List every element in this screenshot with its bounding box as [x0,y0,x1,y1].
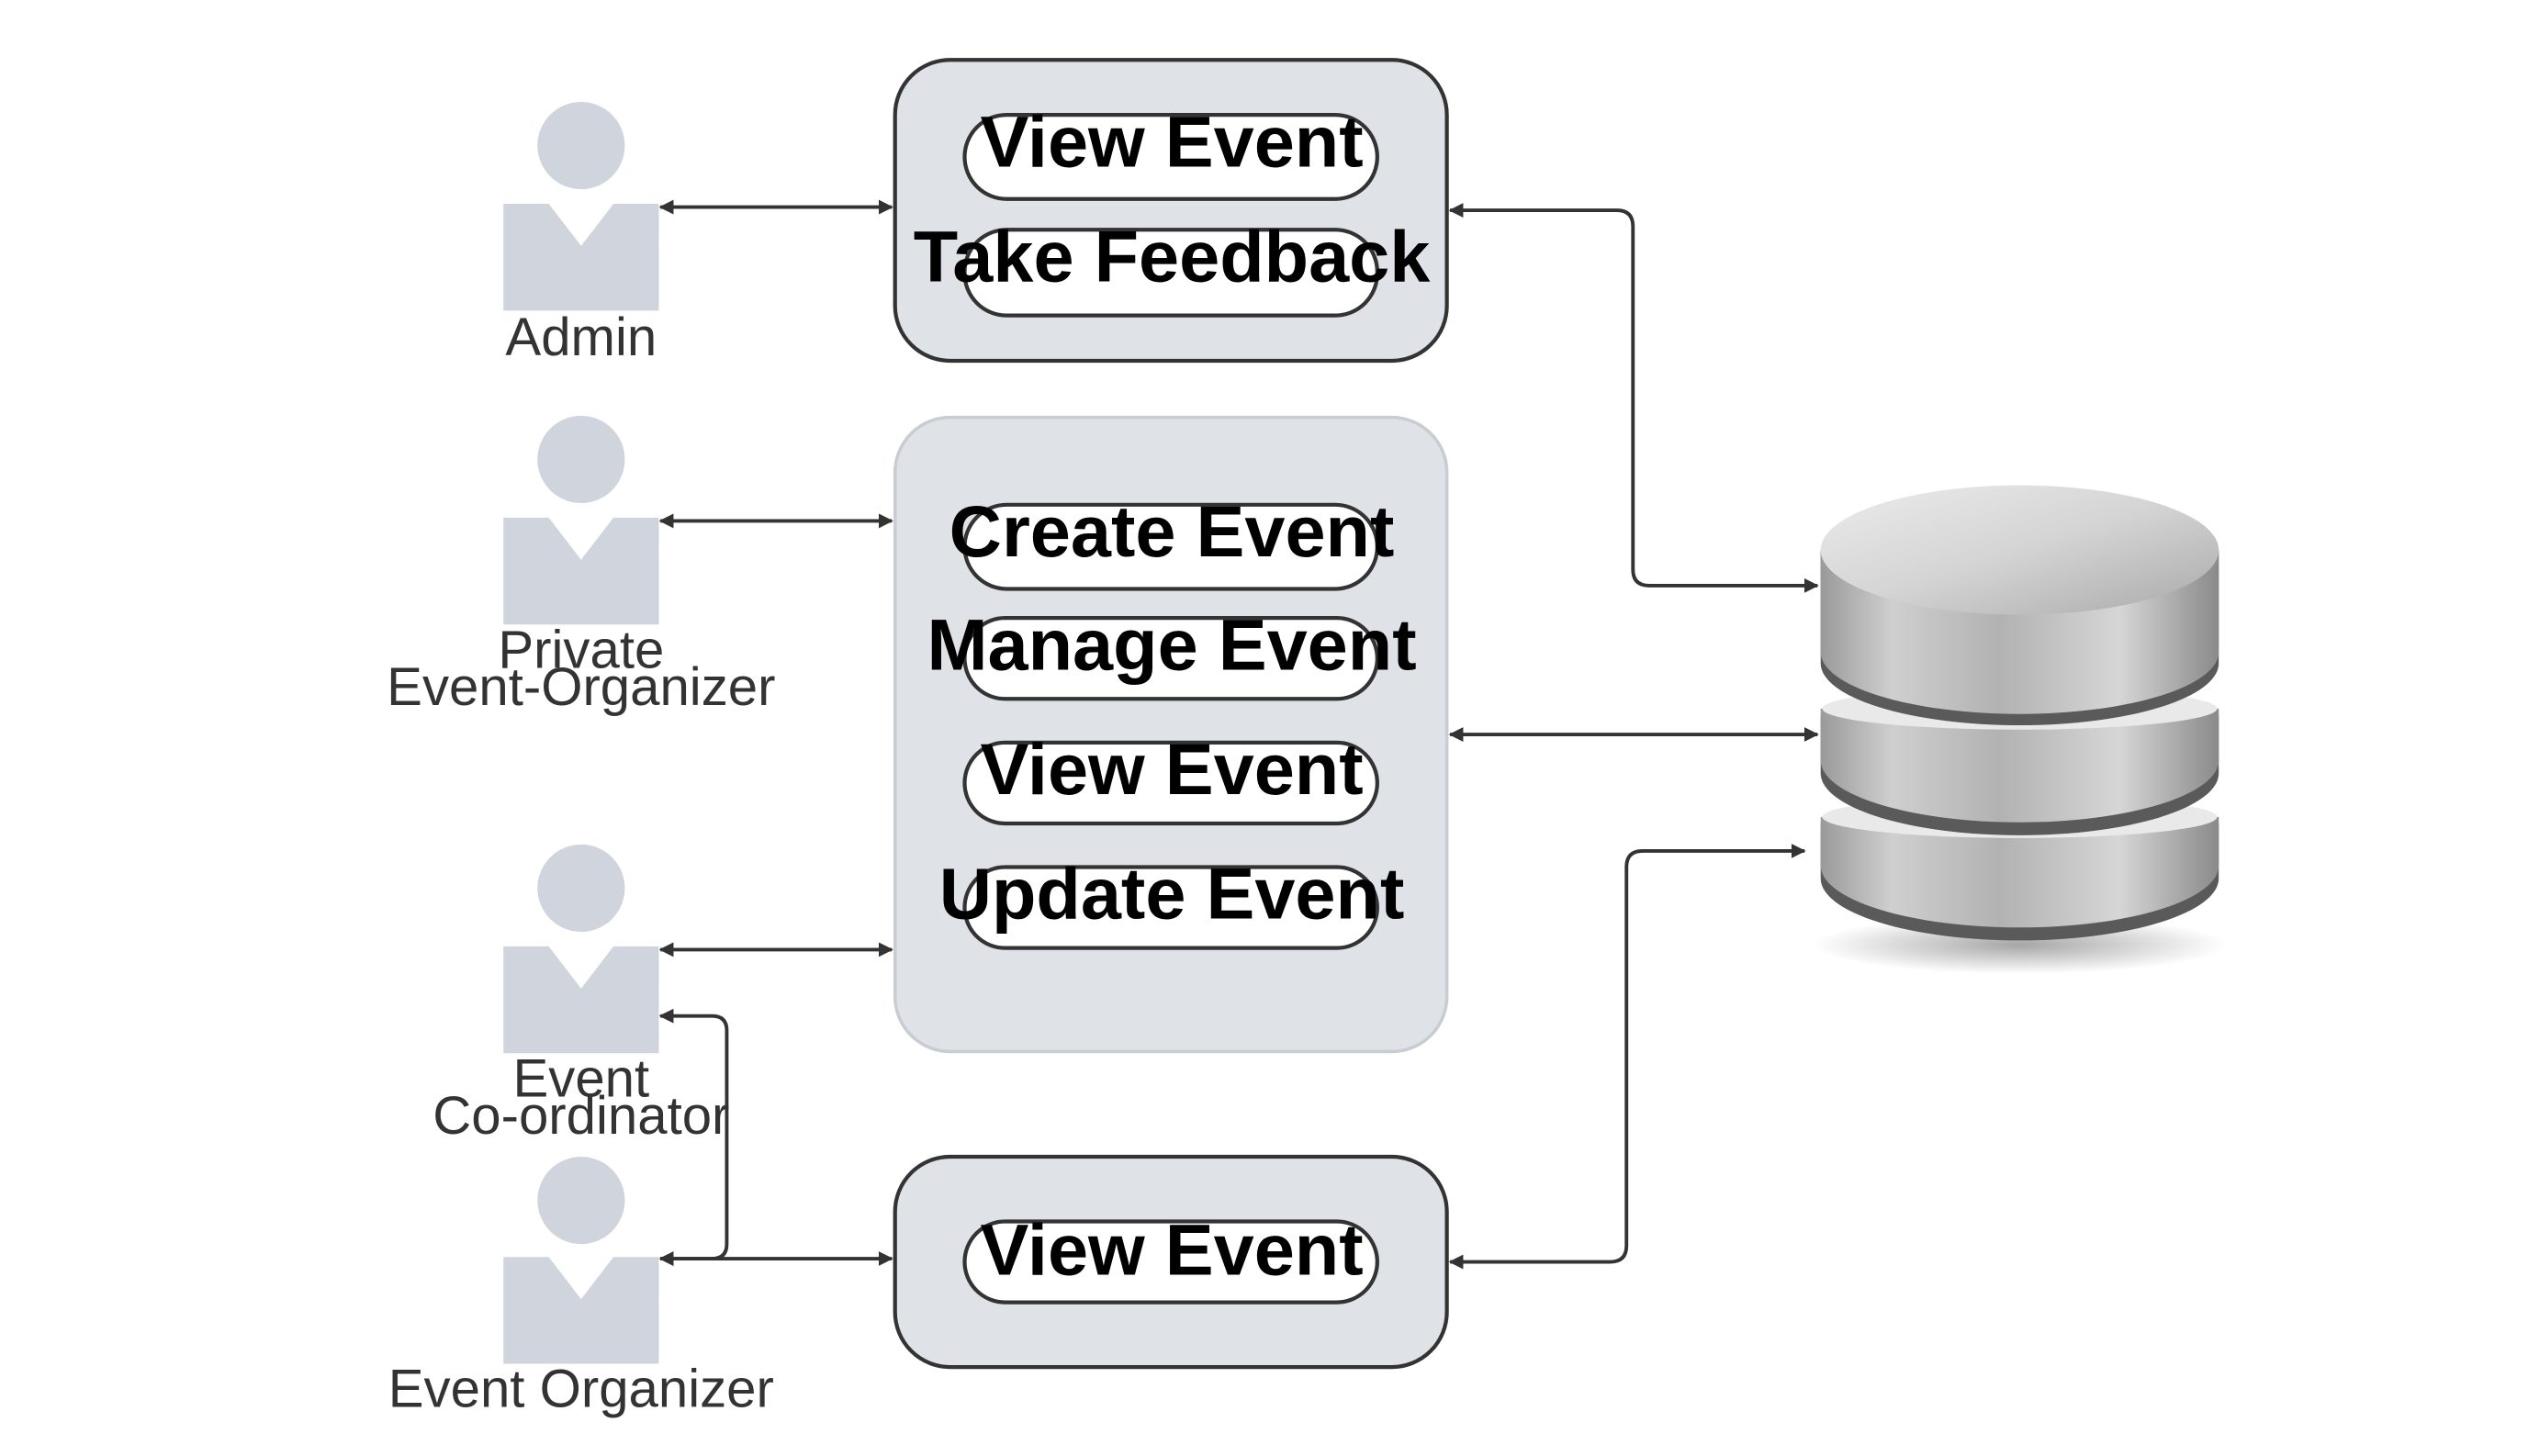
person-icon [503,844,659,1054]
actor-label: Event-Organizer [387,657,775,717]
actor-event-organizer[interactable]: Event Organizer [388,1156,774,1419]
actor-label: Co-ordinator [433,1086,729,1146]
use-case-label: Update Event [939,853,1405,935]
use-case-manage-event[interactable]: Manage Event [927,603,1417,701]
actor-label: Event [512,1048,649,1108]
use-case-label: Create Event [949,490,1395,572]
use-case-label: View Event [980,728,1363,810]
actor-label: Private [498,620,664,679]
use-case-label: Manage Event [927,603,1416,685]
use-case-update-event[interactable]: Update Event [939,853,1405,950]
use-case-view-event-event-organizer[interactable]: View Event [962,1208,1379,1305]
actor-label: Event Organizer [388,1360,774,1419]
actor-event-coordinator[interactable]: Event Co-ordinator [433,844,729,1146]
use-case-label: Take Feedback [914,215,1432,297]
use-case-view-event-admin[interactable]: View Event [962,100,1379,201]
actor-label: Admin [505,308,657,367]
use-case-take-feedback[interactable]: Take Feedback [914,215,1432,318]
use-case-label: View Event [980,1208,1363,1290]
person-icon [503,102,659,311]
person-icon [503,1156,659,1364]
actor-private-event-organizer[interactable]: Private Event-Organizer [387,415,775,717]
person-icon [503,415,659,625]
connector-event-organizer-group-database [1448,843,1806,1270]
use-case-create-event[interactable]: Create Event [949,490,1395,591]
actor-admin[interactable]: Admin [503,102,659,367]
database-icon [1812,485,2228,974]
use-case-label: View Event [980,100,1363,182]
use-case-view-event-organizer[interactable]: View Event [962,728,1379,826]
connector-admin-group-database [1448,203,1819,593]
